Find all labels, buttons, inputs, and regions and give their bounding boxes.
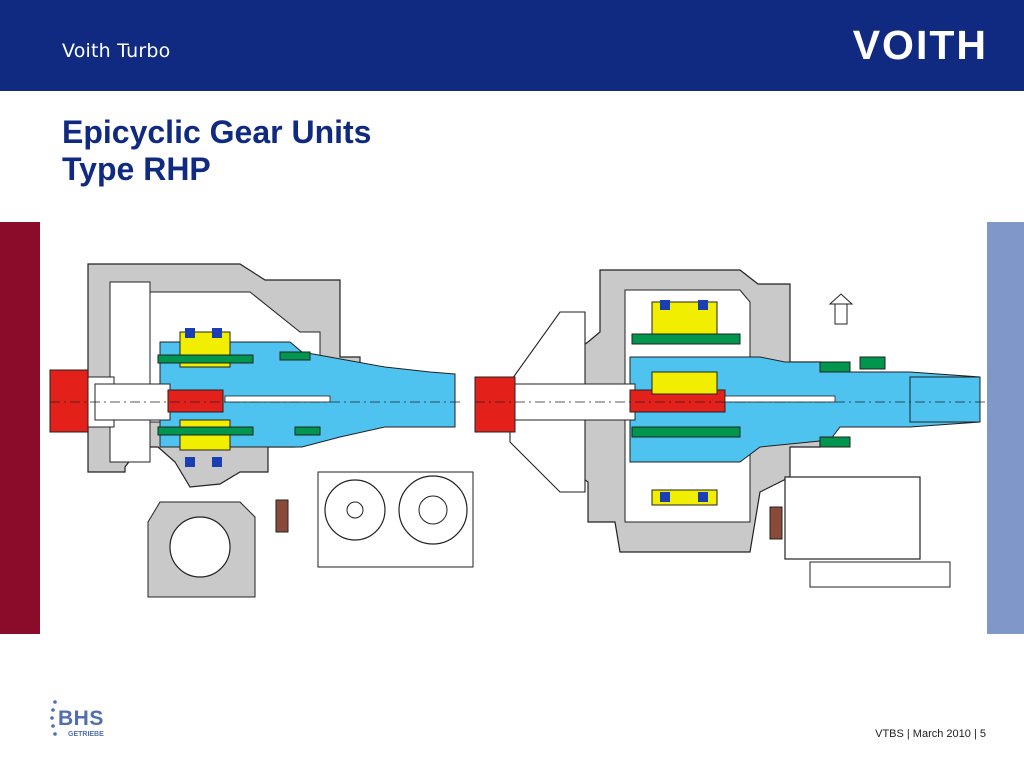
left-gear-unit-drawing	[49, 263, 474, 598]
title-line-1: Epicyclic Gear Units	[62, 114, 372, 150]
bhs-logo-mark	[50, 700, 57, 736]
slide-title: Epicyclic Gear Units Type RHP	[62, 114, 371, 188]
right-accent-bar	[987, 222, 1024, 634]
brand-subtitle: Voith Turbo	[62, 40, 171, 62]
footer-text: VTBS | March 2010 | 5	[875, 728, 986, 740]
right-gear-unit-drawing	[474, 269, 985, 588]
title-line-2: Type RHP	[62, 151, 211, 187]
bhs-logo-subtext: GETRIEBE	[68, 731, 104, 738]
bhs-logo-text: BHS	[58, 707, 104, 730]
header-bar: Voith Turbo VOITH	[0, 0, 1024, 91]
gear-unit-cross-section-diagram	[49, 263, 985, 598]
voith-logo: VOITH	[852, 22, 988, 68]
left-accent-bar	[0, 222, 40, 634]
